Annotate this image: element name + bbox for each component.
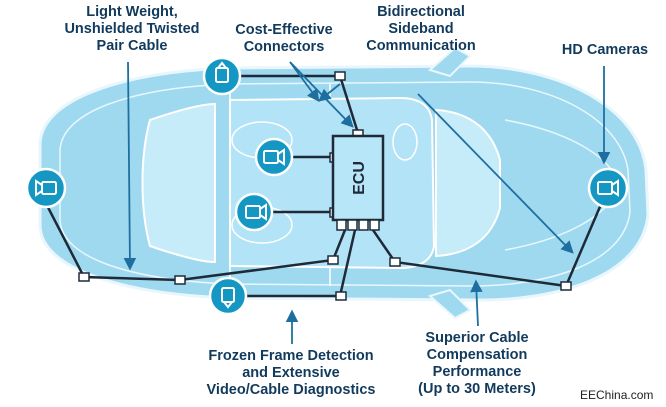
label-sideband-line-2: Sideband: [388, 21, 454, 37]
arrow-cable: [123, 61, 137, 271]
arrow-connectors-c: [318, 83, 341, 102]
connector: [334, 71, 346, 81]
label-sideband-line-1: Bidirectional: [377, 4, 465, 20]
camera-rear: [25, 167, 67, 209]
connector: [335, 291, 347, 301]
label-cable: Light Weight, Unshielded Twisted Pair Ca…: [52, 4, 212, 55]
label-cameras-line-1: HD Cameras: [561, 42, 649, 58]
callout-arrows: [123, 61, 611, 344]
label-connectors-line-2: Connectors: [243, 39, 325, 55]
wire-ecu-front: [371, 187, 610, 288]
watermark: EEChina.com: [580, 388, 654, 402]
windshield: [435, 108, 501, 258]
camera-top: [202, 56, 242, 96]
label-diagnostics-line-3: Video/Cable Diagnostics: [206, 382, 376, 398]
label-diagnostics-line-1: Frozen Frame Detection: [208, 348, 374, 364]
hood-line-top: [504, 119, 616, 176]
wire-top-to-ecu: [338, 75, 360, 134]
label-sideband: Bidirectional Sideband Communication: [352, 4, 490, 55]
camera-mid-lower: [234, 192, 274, 232]
steering-wheel: [392, 123, 418, 161]
ecu-label: ECU: [351, 161, 368, 195]
connector: [78, 272, 90, 282]
ecu-port: [336, 219, 347, 231]
arrow-sideband: [417, 93, 574, 254]
arrow-connectors-b: [289, 61, 320, 103]
label-diagnostics: Frozen Frame Detection and Extensive Vid…: [186, 348, 396, 399]
camera-bottom: [208, 276, 248, 316]
label-sideband-line-3: Communication: [366, 38, 476, 54]
arrow-compensation: [470, 279, 483, 327]
label-compensation-line-3: Performance: [432, 364, 522, 380]
label-cameras: HD Cameras: [550, 42, 660, 59]
label-compensation-line-2: Compensation: [426, 347, 528, 363]
car-inner-outline: [59, 81, 631, 287]
mirror-top: [427, 46, 472, 78]
ecu-port: [369, 219, 380, 231]
connector: [327, 255, 339, 265]
mirror-bottom: [427, 288, 472, 320]
label-cable-line-2: Unshielded Twisted: [64, 21, 200, 37]
label-cable-line-1: Light Weight,: [86, 4, 178, 20]
camera-front: [587, 167, 629, 209]
ecu-port: [347, 219, 358, 231]
ecu-box: [331, 134, 385, 222]
camera-mid-upper: [254, 137, 294, 177]
ecu-unit: ECU: [331, 134, 385, 231]
label-compensation: Superior Cable Compensation Performance …: [400, 330, 554, 398]
label-connectors: Cost-Effective Connectors: [214, 22, 354, 56]
connector: [174, 275, 186, 285]
label-diagnostics-line-2: and Extensive: [242, 365, 340, 381]
rear-window: [141, 102, 216, 264]
label-cable-line-3: Pair Cable: [96, 38, 168, 54]
label-compensation-line-1: Superior Cable: [425, 330, 529, 346]
label-connectors-line-1: Cost-Effective: [235, 22, 333, 38]
ecu-port: [358, 219, 369, 231]
label-compensation-line-4: (Up to 30 Meters): [418, 381, 536, 397]
connector: [560, 281, 572, 291]
connector: [389, 257, 401, 267]
